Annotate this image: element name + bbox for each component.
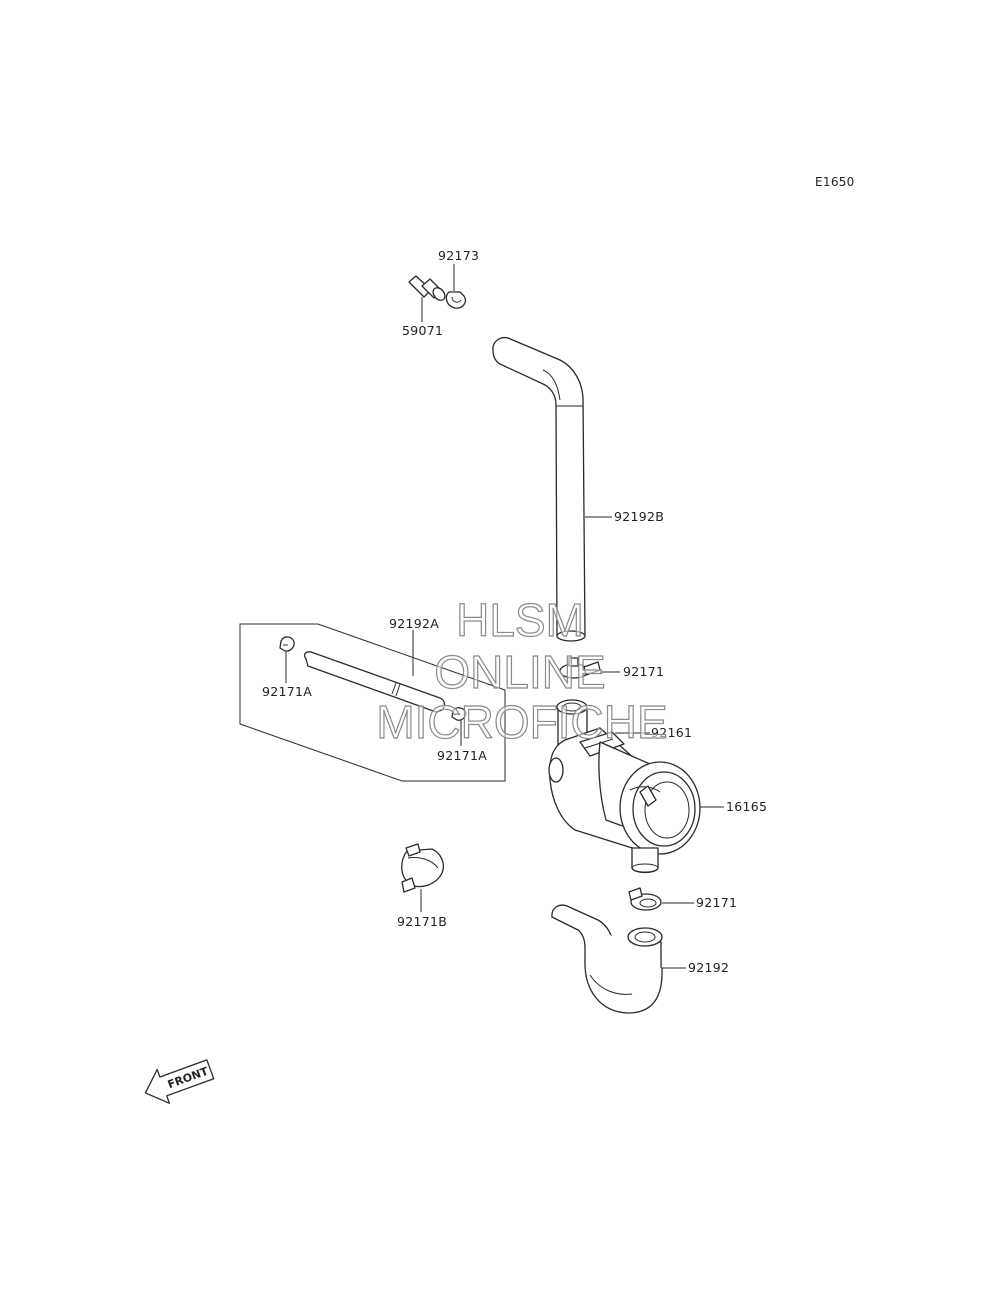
hose-92192A-illustration[interactable]	[304, 651, 446, 713]
clip-92173-illustration[interactable]	[445, 291, 467, 309]
part-label-92171-bottom[interactable]: 92171	[696, 895, 737, 910]
diagram-ref-code: E1650	[815, 175, 855, 189]
part-label-92171-top[interactable]: 92171	[623, 664, 664, 679]
watermark: HLSM ONLINE MICROFICHE	[376, 593, 669, 748]
part-label-92161[interactable]: 92161	[651, 725, 692, 740]
kit-box-92192A	[239, 623, 506, 782]
clamp-92171B-illustration[interactable]	[401, 843, 445, 893]
watermark-line-2: ONLINE	[434, 646, 605, 698]
air-filter-16165-illustration[interactable]	[548, 727, 701, 874]
part-label-92171B[interactable]: 92171B	[397, 914, 447, 929]
part-label-16165[interactable]: 16165	[726, 799, 767, 814]
clip-92171A-left-illustration[interactable]	[279, 636, 295, 652]
hose-92192B-illustration[interactable]	[492, 336, 586, 642]
part-label-59071[interactable]: 59071	[402, 323, 443, 338]
watermark-line-1: HLSM	[456, 594, 584, 646]
clip-92171A-right-illustration[interactable]	[451, 707, 467, 721]
fitting-59071-illustration[interactable]	[408, 275, 447, 303]
part-label-92192A[interactable]: 92192A	[389, 616, 439, 631]
watermark-line-3: MICROFICHE	[376, 696, 667, 748]
part-label-92192[interactable]: 92192	[688, 960, 729, 975]
part-label-92171A-1[interactable]: 92171A	[262, 684, 312, 699]
clamp-92171-bottom-illustration[interactable]	[628, 887, 662, 911]
part-label-92192B[interactable]: 92192B	[614, 509, 664, 524]
part-label-92171A-2[interactable]: 92171A	[437, 748, 487, 763]
part-label-92173[interactable]: 92173	[438, 248, 479, 263]
clamp-92171-top-illustration[interactable]	[559, 657, 601, 679]
front-direction-arrow: FRONT	[144, 1059, 215, 1104]
hose-92192-illustration[interactable]	[551, 904, 663, 1014]
